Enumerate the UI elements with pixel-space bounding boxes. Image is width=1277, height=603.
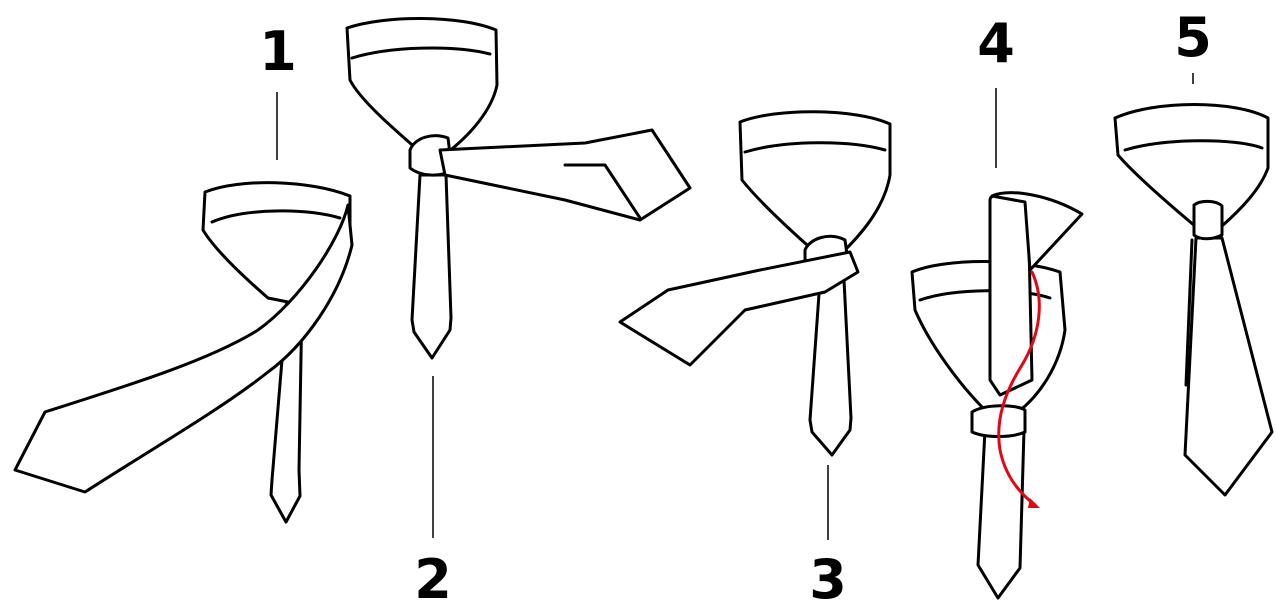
step-2-label: 2: [414, 548, 452, 603]
step-1-label: 1: [259, 20, 297, 83]
step-3-label: 3: [809, 548, 847, 603]
tie-step-5-icon: [1115, 73, 1272, 495]
tie-step-2-icon: [347, 18, 690, 538]
step-5-label: 5: [1174, 6, 1212, 69]
tie-step-4-icon: [912, 88, 1082, 598]
tie-step-1-icon: [15, 92, 352, 522]
step-4-label: 4: [977, 12, 1015, 75]
